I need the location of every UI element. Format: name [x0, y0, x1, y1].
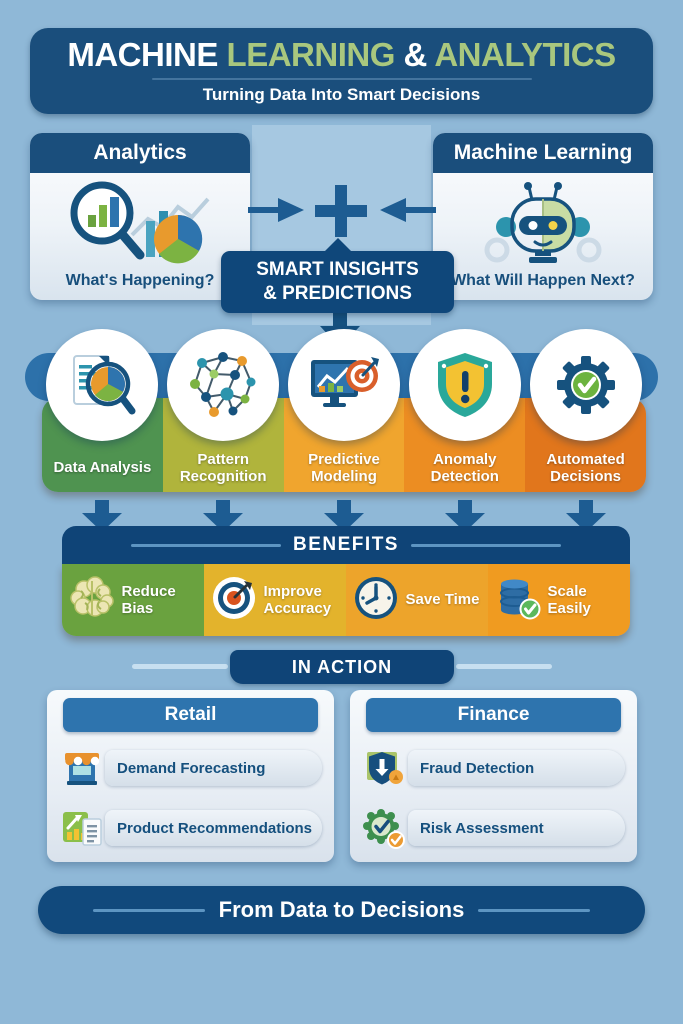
pipeline-step-label: Pattern Recognition: [179, 450, 267, 485]
anomaly-detection-icon: [408, 329, 521, 441]
list-item: Demand Forecasting: [59, 744, 322, 792]
benefit-save-time: Save Time: [346, 564, 488, 636]
target-icon: [211, 575, 257, 626]
footer-title: From Data to Decisions: [218, 897, 465, 922]
in-action-title: IN ACTION: [291, 656, 393, 677]
item-label: Product Recommendations: [117, 819, 313, 837]
pipeline-step-label: Data Analysis: [53, 459, 152, 477]
pipeline-arrows: [42, 500, 646, 532]
title-part-amp: &: [394, 35, 435, 73]
machine-learning-caption: What Will Happen Next?: [451, 272, 635, 289]
fraud-shield-icon: [362, 745, 408, 796]
retail-card-title: Retail: [63, 698, 318, 732]
list-item: Risk Assessment: [362, 804, 625, 852]
clock-icon: [353, 575, 399, 626]
down-arrow-icon: [404, 500, 525, 532]
data-analysis-icon: [46, 329, 159, 441]
page-title: MACHINE LEARNING & ANALYTICS: [67, 35, 616, 73]
down-arrow-icon: [163, 500, 284, 532]
risk-badge-icon: [362, 805, 408, 856]
down-arrow-icon: [42, 500, 163, 532]
item-pill: [408, 750, 625, 786]
benefits-row: Reduce Bias Improve Accuracy: [62, 564, 630, 636]
retail-card: Retail Demand Forecasting: [47, 690, 334, 862]
benefit-scale-easily: Scale Easily: [488, 564, 630, 636]
benefit-label: Save Time: [405, 591, 480, 609]
benefit-improve-accuracy: Improve Accuracy: [204, 564, 346, 636]
plus-icon: [309, 179, 373, 248]
title-part-machine: MACHINE: [67, 35, 227, 73]
finance-card-title: Finance: [366, 698, 621, 732]
benefits-banner: BENEFITS: [62, 526, 630, 564]
storefront-icon: [59, 745, 105, 796]
benefit-label: Scale Easily: [547, 582, 591, 617]
merge-arrow-left-icon: [378, 196, 436, 229]
item-label: Fraud Detection: [420, 759, 535, 777]
finance-card: Finance Fraud Detection: [350, 690, 637, 862]
benefit-reduce-bias: Reduce Bias: [62, 564, 204, 636]
footer-banner: From Data to Decisions: [38, 886, 645, 934]
growth-chart-icon: [59, 805, 105, 856]
pattern-recognition-icon: [167, 329, 280, 441]
list-item: Product Recommendations: [59, 804, 322, 852]
predictive-modeling-icon: [287, 329, 400, 441]
database-check-icon: [495, 575, 541, 626]
item-label: Risk Assessment: [420, 819, 544, 837]
banner-line: [92, 908, 205, 912]
machine-learning-card: Machine Learning Wh: [433, 133, 653, 300]
banner-line: [410, 543, 561, 547]
item-pill: [105, 810, 322, 846]
merge-arrow-right-icon: [248, 196, 306, 229]
smart-insights-line2: & PREDICTIONS: [263, 283, 412, 304]
in-action-banner: IN ACTION: [230, 650, 454, 684]
header-banner: MACHINE LEARNING & ANALYTICS Turning Dat…: [30, 28, 653, 114]
benefit-label: Reduce Bias: [121, 582, 176, 617]
pipeline-circles: [42, 328, 646, 442]
item-label: Demand Forecasting: [117, 759, 266, 777]
item-pill: [408, 810, 625, 846]
magnifier-chart-icon: [60, 173, 220, 272]
header-divider: [151, 77, 532, 80]
analytics-card-title: Analytics: [30, 133, 250, 173]
pipeline-step-label: Anomaly Detection: [430, 450, 499, 485]
smart-insights-line1: SMART INSIGHTS: [256, 259, 419, 281]
list-item: Fraud Detection: [362, 744, 625, 792]
banner-line: [132, 664, 228, 669]
analytics-caption: What's Happening?: [65, 272, 215, 289]
down-arrow-icon: [284, 500, 405, 532]
banner-line: [131, 543, 282, 547]
smart-insights-box: SMART INSIGHTS & PREDICTIONS: [221, 238, 454, 313]
down-arrow-icon: [525, 500, 646, 532]
pipeline-step-label: Predictive Modeling: [308, 450, 380, 485]
page-subtitle: Turning Data Into Smart Decisions: [202, 84, 481, 104]
title-part-analytics: ANALYTICS: [434, 35, 616, 73]
title-part-learning: LEARNING: [226, 35, 396, 73]
brain-icon: [69, 575, 115, 626]
banner-line: [456, 664, 552, 669]
banner-line: [478, 908, 591, 912]
analytics-card: Analytics What's Happening?: [30, 133, 250, 300]
pipeline-step-label: Automated Decisions: [546, 450, 625, 485]
robot-icon: [481, 173, 605, 272]
item-pill: [105, 750, 322, 786]
benefits-title: BENEFITS: [293, 534, 399, 555]
automated-decisions-icon: [529, 329, 642, 441]
benefit-label: Improve Accuracy: [263, 582, 332, 617]
machine-learning-card-title: Machine Learning: [433, 133, 653, 173]
